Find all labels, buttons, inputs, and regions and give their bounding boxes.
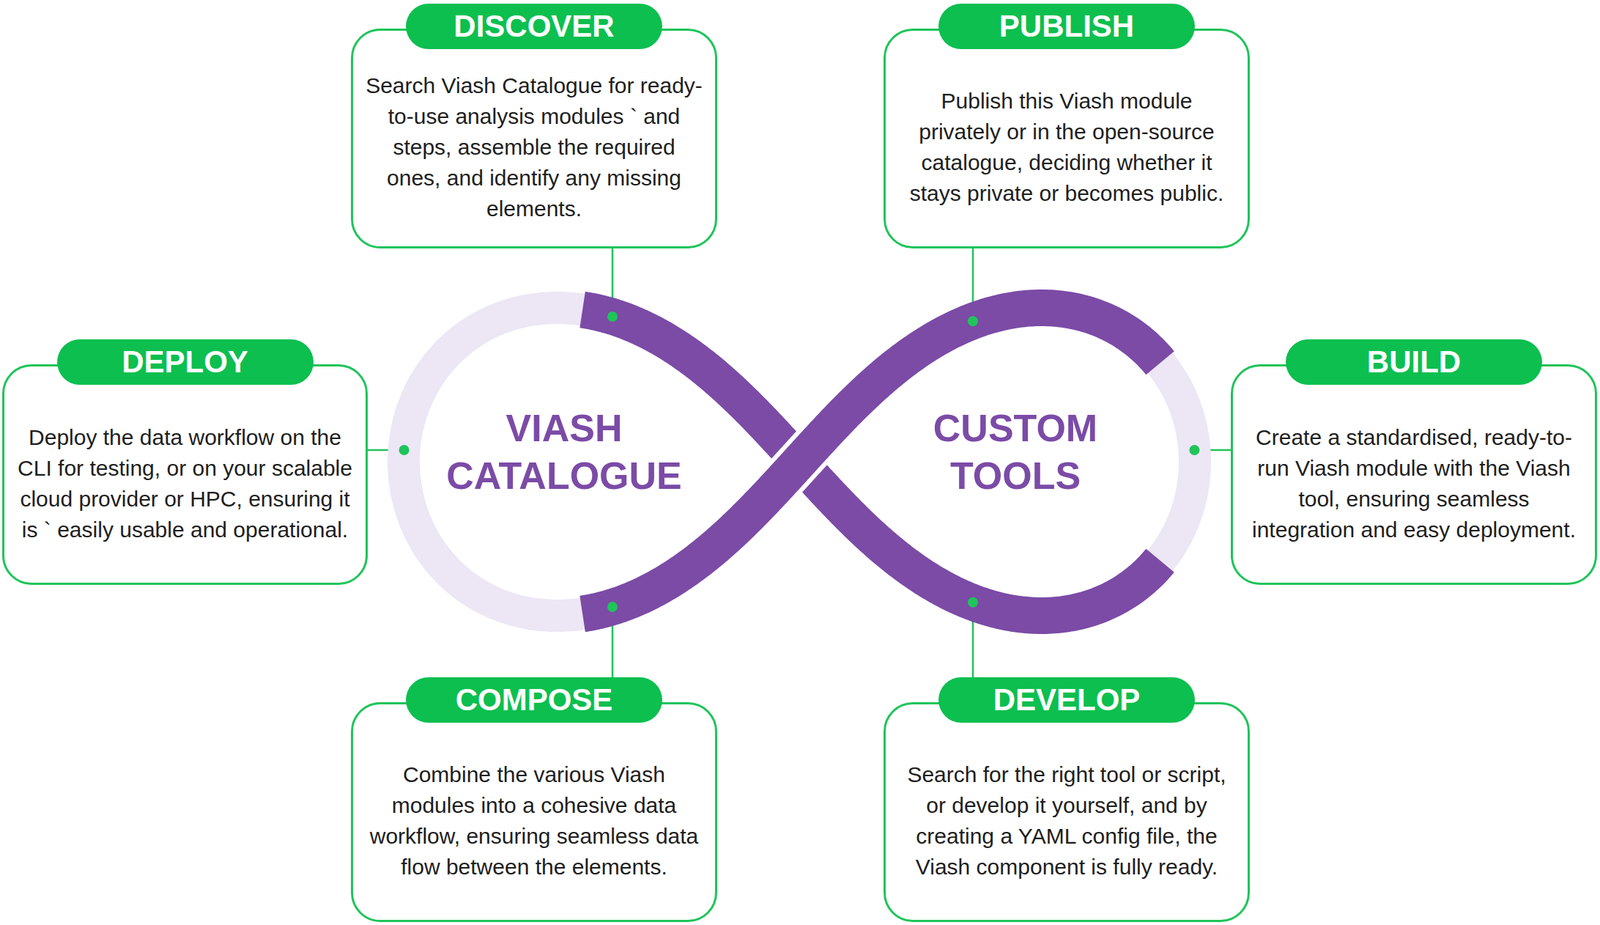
leader-dot xyxy=(967,597,979,608)
step-heading: COMPOSE xyxy=(405,676,663,723)
step-box: PUBLISHPublish this Viash module private… xyxy=(883,28,1250,249)
leader-dot xyxy=(399,444,410,455)
step-description: Search Viash Catalogue for ready-to-use … xyxy=(364,70,704,225)
infinity-loop xyxy=(403,307,1195,616)
step-heading: DEPLOY xyxy=(57,339,314,385)
step-box: DISCOVERSearch Viash Catalogue for ready… xyxy=(350,28,718,249)
step-description: Deploy the data workflow on the CLI for … xyxy=(16,421,354,546)
leader-dots xyxy=(399,311,1200,612)
loop-label: CUSTOM TOOLS xyxy=(879,404,1151,500)
leader-dot xyxy=(607,601,618,612)
leader-dot xyxy=(607,311,618,322)
loop-track xyxy=(403,307,1195,616)
leader-lines xyxy=(367,248,1231,702)
step-heading: DEVELOP xyxy=(938,676,1195,723)
leader-dot xyxy=(1189,444,1200,455)
step-description: Search for the right tool or script, or … xyxy=(897,758,1236,883)
step-box: DEVELOPSearch for the right tool or scri… xyxy=(883,701,1250,922)
step-heading: PUBLISH xyxy=(938,3,1195,50)
step-box: COMPOSECombine the various Viash modules… xyxy=(350,701,718,922)
step-box: DEPLOYDeploy the data workflow on the CL… xyxy=(2,364,368,585)
step-description: Create a standardised, ready-to-run Vias… xyxy=(1244,421,1584,546)
step-description: Combine the various Viash modules into a… xyxy=(364,758,704,883)
step-heading: DISCOVER xyxy=(405,3,663,50)
leader-dot xyxy=(967,315,979,327)
loop-label: VIASH CATALOGUE xyxy=(428,404,700,500)
step-heading: BUILD xyxy=(1285,339,1543,385)
step-description: Publish this Viash module privately or i… xyxy=(897,85,1236,209)
step-box: BUILDCreate a standardised, ready-to-run… xyxy=(1230,364,1598,585)
